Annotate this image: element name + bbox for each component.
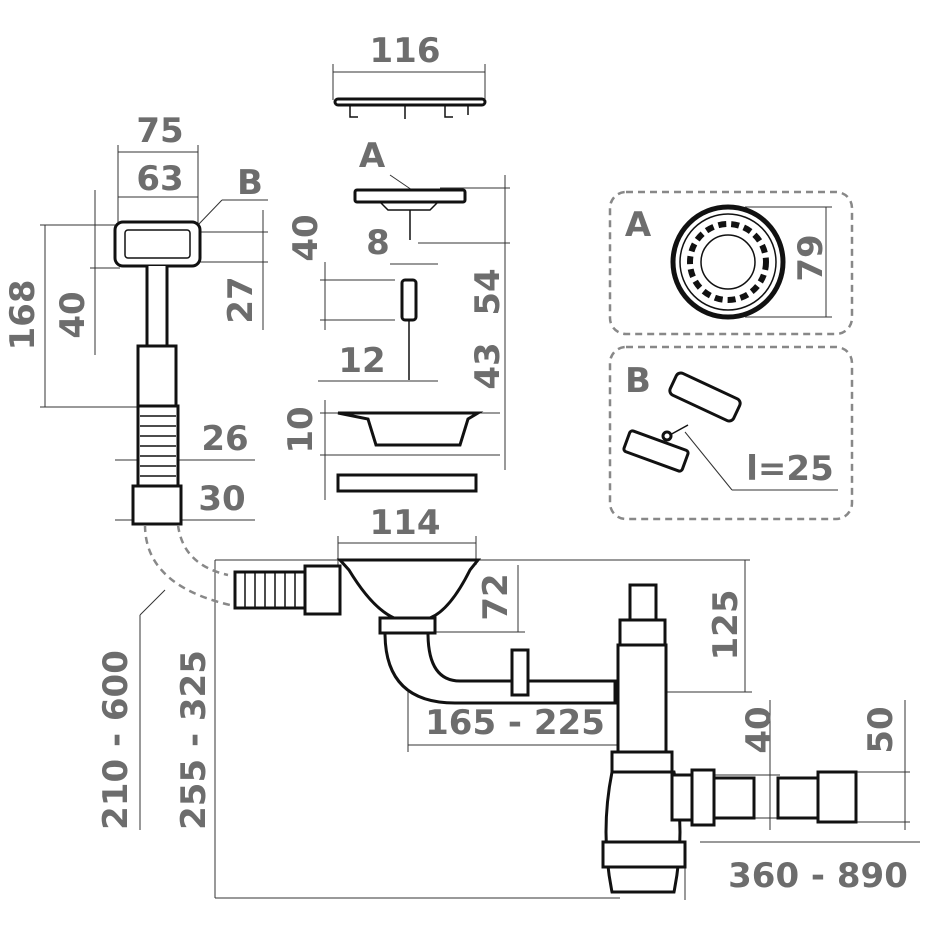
dim-overflow-total-height: 168 (3, 280, 43, 351)
dim-pipe-span: 165 - 225 (425, 703, 605, 743)
detail-b-label: B (625, 361, 651, 401)
marker-a: A (359, 136, 386, 176)
dim-branch-height: 125 (706, 590, 746, 661)
dim-trap-depth: 72 (476, 573, 516, 620)
dimension-lines (40, 64, 920, 900)
dim-overflow-inner: 63 (136, 159, 183, 199)
dim-hose-end: 30 (198, 479, 245, 519)
dim-outlet-50: 50 (861, 706, 901, 753)
detail-b-screw-length: l=25 (746, 449, 833, 489)
dim-hose: 26 (201, 419, 248, 459)
dim-hose-length: 210 - 600 (96, 650, 136, 830)
dim-outlet-range: 360 - 890 (728, 856, 908, 896)
detail-b-box: B l=25 (608, 345, 854, 521)
dim-screw-diameter: 12 (338, 341, 385, 381)
dim-overflow-head: 40 (53, 291, 93, 338)
dimension-labels: 116 75 63 B A 168 40 40 27 8 54 12 43 10… (3, 31, 908, 896)
strainer-cap (333, 97, 487, 119)
detail-a-label: A (625, 205, 652, 245)
flange (336, 411, 484, 493)
dim-outlet-40: 40 (739, 706, 779, 753)
plug-a (353, 188, 467, 240)
dim-overflow-offset: 27 (221, 276, 261, 323)
dim-plug-total: 54 (468, 268, 508, 315)
dim-plug-height: 40 (286, 214, 326, 261)
dim-total-height: 255 - 325 (174, 650, 214, 830)
dim-strainer-width: 116 (370, 31, 441, 71)
detail-a-diameter: 79 (791, 234, 831, 281)
dim-flange-height: 10 (281, 406, 321, 453)
overflow-assembly (113, 220, 202, 526)
marker-b: B (237, 163, 263, 203)
dim-stem: 8 (366, 223, 390, 263)
hose-path (143, 524, 231, 607)
dim-flange-diameter: 114 (370, 503, 441, 543)
screw (400, 278, 418, 380)
siphon-body (233, 558, 858, 894)
dim-overflow-outer: 75 (136, 111, 183, 151)
dim-screw-length: 43 (468, 342, 508, 389)
detail-a-box: A 79 (608, 190, 854, 336)
